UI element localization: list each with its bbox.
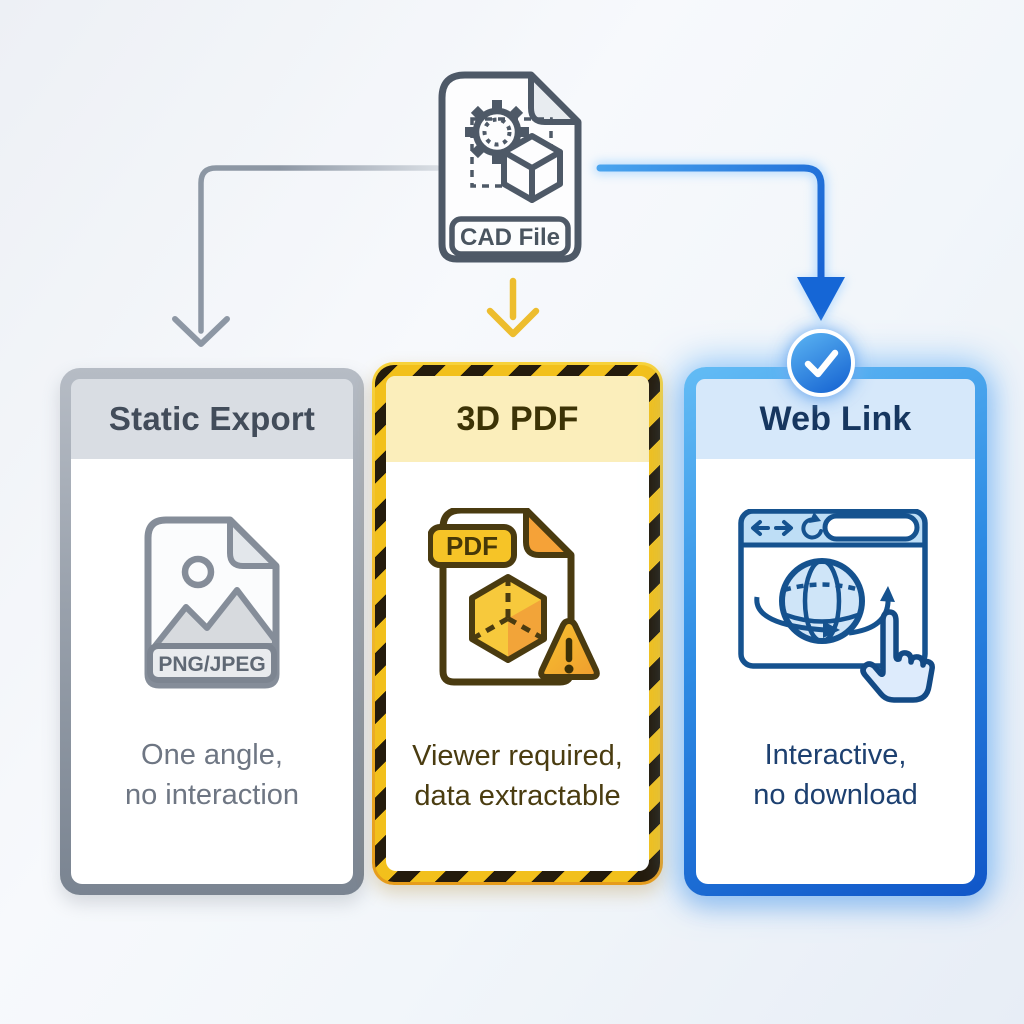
- check-icon: [804, 349, 839, 378]
- browser-window: [737, 509, 928, 669]
- check-badge: [787, 329, 855, 397]
- hand-cursor-icon: [859, 609, 935, 703]
- url-bar: [822, 513, 919, 542]
- cad-file-label: CAD File: [460, 224, 560, 251]
- warning-icon: [537, 618, 600, 680]
- static-export-header: Static Export: [71, 379, 353, 459]
- cube-icon: [501, 133, 563, 203]
- image-file-icon: PNG/JPEG: [144, 516, 280, 689]
- 3d-pdf-header: 3D PDF: [386, 376, 649, 462]
- card-web-link: Web Link: [684, 329, 987, 896]
- static-export-description: One angle, no interaction: [124, 739, 300, 811]
- forward-arrow-icon: [773, 520, 793, 536]
- browser-globe-cursor-icon: [737, 509, 935, 703]
- sun-icon: [181, 555, 215, 589]
- 3d-pdf-title: 3D PDF: [456, 399, 579, 438]
- card-static-export: Static Export PNG/JPEG One angle, no int…: [60, 368, 364, 895]
- pdf-badge: [427, 524, 517, 568]
- cube-icon: [468, 574, 547, 663]
- cad-file-icon: CAD File: [438, 71, 582, 263]
- arrow-to-3d-pdf: [486, 277, 540, 338]
- web-link-title: Web Link: [759, 399, 912, 438]
- 3d-pdf-file-warning-icon: PDF: [427, 508, 600, 686]
- hazard-stripe-border: 3D PDF PDF: [375, 365, 660, 882]
- globe-icon: [778, 558, 865, 644]
- arrow-to-static-export: [172, 165, 440, 347]
- rotate-orbit-icon: [753, 586, 895, 638]
- pdf-badge-label: PDF: [446, 531, 498, 561]
- static-export-title: Static Export: [108, 400, 316, 437]
- card-3d-pdf: 3D PDF PDF: [372, 362, 663, 885]
- arrow-to-web-link: [593, 161, 847, 326]
- mountains-icon: [152, 587, 278, 649]
- back-arrow-icon: [750, 520, 770, 536]
- image-format-label: PNG/JPEG: [158, 653, 265, 676]
- web-link-description: Interactive, no download: [753, 739, 918, 811]
- 3d-pdf-description: Viewer required, data extractable: [412, 740, 623, 812]
- refresh-icon: [800, 517, 823, 540]
